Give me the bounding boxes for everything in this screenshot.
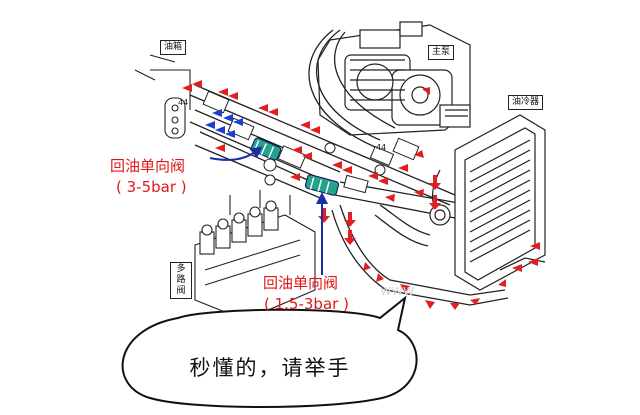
flow-arrow-red — [182, 84, 192, 92]
multi-valve-label-line2: 阀 — [176, 286, 186, 296]
multi-valve-drawing — [194, 190, 316, 321]
flow-arrow-red — [376, 273, 384, 282]
check-valve-lower — [304, 174, 340, 196]
part-number-label: 44 — [376, 143, 387, 152]
cooler-hoses — [331, 204, 546, 306]
flow-arrow-red — [530, 242, 540, 250]
flow-arrow-red — [268, 108, 278, 116]
flow-arrow-red — [470, 298, 480, 305]
flow-arrow-red — [228, 92, 238, 100]
flow-arrow-red — [450, 303, 460, 310]
check-valve-callout-upper-pressure: ( 3-5bar ) — [116, 178, 187, 196]
flow-arrow-red — [400, 284, 410, 293]
flow-arrow-blue — [215, 126, 225, 134]
flow-arrow-red — [385, 194, 395, 202]
flow-arrow-red — [528, 258, 538, 266]
flow-arrow-red — [368, 172, 378, 180]
multi-valve-label: 多路 阀 — [170, 262, 192, 299]
flow-arrow-red — [300, 121, 310, 129]
flow-arrow-red — [398, 164, 408, 172]
oil-cooler-label: 油冷器 — [508, 95, 544, 110]
flow-arrow-red — [302, 152, 312, 160]
flow-arrow-red — [318, 208, 330, 223]
flow-arrow-red — [363, 262, 371, 271]
flow-arrow-red — [344, 212, 356, 227]
flow-arrow-red — [429, 195, 441, 210]
flow-arrow-blue — [205, 121, 215, 129]
blue-flow-arrows — [205, 109, 243, 138]
flow-arrow-red — [310, 126, 320, 134]
flow-arrow-red — [425, 300, 435, 309]
flow-arrow-red — [342, 166, 352, 174]
flow-arrow-red — [498, 279, 506, 287]
red-flow-arrows — [182, 80, 540, 310]
flow-arrow-red — [422, 87, 430, 95]
flow-arrow-blue — [225, 130, 235, 138]
flow-arrow-red — [292, 146, 302, 154]
flow-arrow-red — [378, 177, 388, 185]
pointer-line-upper — [209, 146, 263, 161]
flow-arrow-red — [344, 230, 356, 245]
flow-arrow-red — [290, 173, 300, 181]
flow-arrow-red — [192, 80, 202, 88]
speech-bubble-text: 秒懂的，请举手 — [189, 356, 351, 380]
flow-arrow-blue — [223, 114, 233, 122]
flow-arrow-blue — [212, 109, 222, 117]
flow-arrow-red — [429, 175, 441, 190]
oil-tank-label: 油箱 — [160, 40, 187, 55]
flow-arrow-red — [215, 144, 225, 152]
flow-arrow-red — [258, 104, 268, 112]
multi-valve-label-line1: 多路 — [176, 264, 186, 285]
check-valve-callout-lower-pressure: ( 1.5-3bar ) — [264, 295, 349, 313]
flow-arrow-red — [414, 150, 424, 158]
flow-arrow-red — [512, 264, 522, 272]
pipe-fittings — [202, 90, 420, 194]
part-number-label: 44 — [178, 98, 189, 107]
pump-hoses — [308, 29, 396, 148]
main-pump-label: 主泵 — [428, 45, 455, 60]
check-valve-callout-upper-title: 回油单向阀 — [110, 157, 186, 175]
watermark-text: www — [380, 283, 415, 299]
oil-tank-drawing — [134, 54, 191, 139]
flow-arrow-red — [414, 189, 424, 197]
oil-cooler-drawing — [429, 114, 546, 291]
flow-arrow-blue — [233, 118, 243, 126]
main-pump-drawing — [317, 21, 471, 136]
flow-arrow-red — [332, 161, 342, 169]
speech-bubble — [121, 295, 418, 408]
flow-arrow-red — [218, 88, 228, 96]
check-valve-callout-lower-title: 回油单向阀 — [263, 274, 339, 292]
